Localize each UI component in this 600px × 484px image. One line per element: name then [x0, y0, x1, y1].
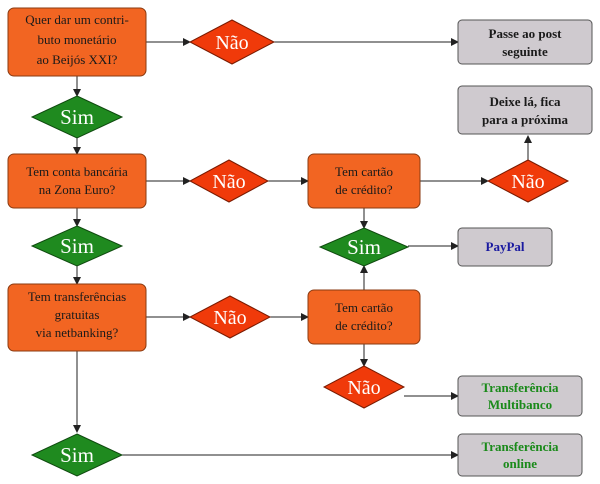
connectors — [73, 38, 532, 459]
decision-sim-3-label: Sim — [60, 443, 94, 467]
decision-nao-4: Não — [486, 159, 570, 203]
decision-nao-5: Não — [322, 365, 406, 409]
decision-sim-1: Sim — [30, 95, 124, 139]
question-q4-line-1: Tem cartão — [335, 164, 393, 179]
decision-nao-1-label: Não — [215, 32, 248, 54]
decision-nao-3: Não — [188, 295, 272, 339]
decision-nao-5-label: Não — [347, 377, 380, 399]
decision-sim-2: Sim — [30, 225, 124, 267]
destination-leave-it: Deixe lá, fica para a próxima — [457, 85, 593, 135]
destination-paypal: PayPal — [457, 227, 553, 267]
decision-sim-3: Sim — [30, 433, 124, 477]
destination-leave-it-line-2: para a próxima — [482, 112, 568, 127]
decision-sim-1-label: Sim — [60, 105, 94, 129]
decision-sim-4-label: Sim — [347, 235, 381, 259]
question-q2: Tem conta bancária na Zona Euro? — [7, 153, 147, 209]
destination-next-post: Passe ao post seguinte — [457, 19, 593, 65]
question-q5-line-2: de crédito? — [335, 318, 393, 333]
question-q1: Quer dar um contri-buto monetário ao Beij… — [7, 7, 147, 77]
svg-text:Quer dar um contri-buto monetá: Quer dar um contri-buto monetário ao Beij… — [25, 12, 129, 67]
decision-nao-2-label: Não — [212, 171, 245, 193]
destination-multibanco-line-1: Transferência — [481, 380, 559, 395]
question-q2-line-2: na Zona Euro? — [39, 182, 116, 197]
question-q2-line-1: Tem conta bancária — [26, 164, 128, 179]
destination-next-post-line-2: seguinte — [502, 44, 548, 59]
svg-text:PayPal: PayPal — [486, 239, 525, 254]
decision-nao-1: Não — [188, 19, 276, 65]
question-q3-line-1: Tem transferências — [28, 289, 126, 304]
question-q4: Tem cartão de crédito? — [307, 153, 421, 209]
question-q5-line-1: Tem cartão — [335, 300, 393, 315]
decision-nao-2: Não — [188, 159, 270, 203]
question-q3-line-2: gratuitas — [55, 307, 100, 322]
destination-online-transfer-line-2: online — [503, 456, 537, 471]
destination-leave-it-line-1: Deixe lá, fica — [489, 94, 561, 109]
question-q5: Tem cartão de crédito? — [307, 289, 421, 345]
question-q1-line-1: Quer dar um contri- — [25, 12, 129, 27]
destination-paypal-label: PayPal — [486, 239, 525, 254]
destination-online-transfer-line-1: Transferência — [481, 439, 559, 454]
destination-multibanco-line-2: Multibanco — [488, 397, 552, 412]
decision-nao-4-label: Não — [511, 171, 544, 193]
decision-sim-4: Sim — [318, 227, 410, 267]
question-q1-line-2: buto monetário — [37, 32, 116, 47]
destination-next-post-line-1: Passe ao post — [489, 26, 563, 41]
destination-online-transfer: Transferência online — [457, 433, 583, 477]
question-q4-line-2: de crédito? — [335, 182, 393, 197]
decision-sim-2-label: Sim — [60, 234, 94, 258]
question-q3: Tem transferências gratuitas via netbankin… — [7, 283, 147, 352]
question-q3-line-3: via netbanking? — [36, 325, 119, 340]
decision-nao-3-label: Não — [213, 307, 246, 329]
question-q1-line-3: ao Beijós XXI? — [37, 52, 118, 67]
